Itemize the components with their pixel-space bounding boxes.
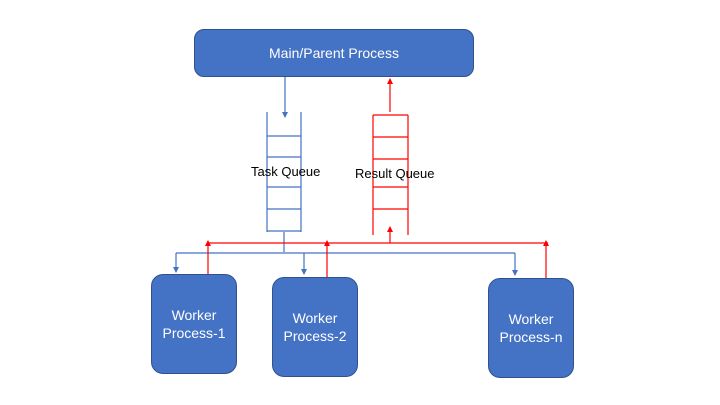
task-queue bbox=[266, 112, 302, 232]
worker-process-2-label: Worker Process-2 bbox=[283, 310, 347, 344]
result-queue bbox=[372, 114, 409, 235]
worker-process-n-box: Worker Process-n bbox=[488, 278, 574, 378]
worker-process-1-box: Worker Process-1 bbox=[151, 274, 237, 374]
result-collection-bus bbox=[205, 226, 549, 278]
main-parent-process-label: Main/Parent Process bbox=[269, 45, 399, 61]
main-parent-process-box: Main/Parent Process bbox=[194, 29, 474, 77]
worker-process-2-box: Worker Process-2 bbox=[272, 277, 358, 377]
task-queue-label: Task Queue bbox=[251, 164, 321, 179]
task-distribution-bus bbox=[173, 232, 518, 276]
result-queue-label: Result Queue bbox=[355, 166, 435, 181]
worker-process-1-label: Worker Process-1 bbox=[162, 307, 226, 341]
worker-process-n-label: Worker Process-n bbox=[499, 311, 563, 345]
